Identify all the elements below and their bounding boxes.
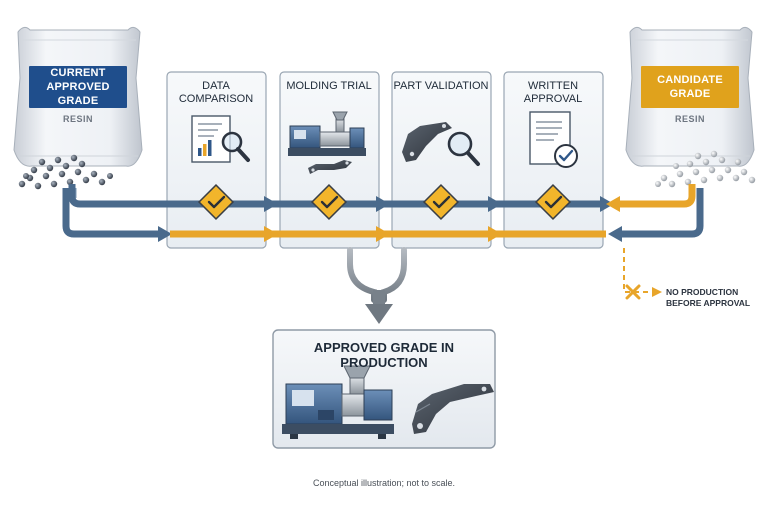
molding-machine-icon xyxy=(288,111,366,174)
candidate-grade-resin-label: RESIN xyxy=(674,114,705,124)
candidate-grade-bag xyxy=(625,26,755,167)
signed-document-icon xyxy=(529,111,578,168)
check-badge-3 xyxy=(422,183,460,221)
current-grade-label-box xyxy=(29,66,127,108)
check-badge-2 xyxy=(310,183,348,221)
step-title-data-comparison: DATA COMPARISON xyxy=(178,80,254,105)
arrowhead xyxy=(264,226,278,242)
current-grade-lower-flow-arrow xyxy=(62,188,172,242)
current-grade-label: CURRENT APPROVED GRADE xyxy=(46,67,110,107)
candidate-grade-return-arrow xyxy=(608,188,704,242)
arrowhead xyxy=(376,226,390,242)
check-badge-4 xyxy=(534,183,572,221)
check-badge-1 xyxy=(197,183,235,221)
arrowhead xyxy=(264,196,278,212)
arrowhead xyxy=(488,196,502,212)
candidate-grade-flow-arrow-lower xyxy=(170,226,606,242)
part-inspection-icon xyxy=(402,122,480,166)
arrowhead xyxy=(606,196,620,212)
arrowhead xyxy=(488,226,502,242)
current-grade-resin-label: RESIN xyxy=(62,114,93,124)
candidate-grade-label: CANDIDATE GRADE xyxy=(657,74,723,100)
arrowhead xyxy=(158,226,172,242)
candidate-grade-flow-arrow-upper xyxy=(606,184,696,212)
arrowhead xyxy=(608,226,622,242)
merge-arrow xyxy=(347,247,407,324)
footnote: Conceptual illustration; not to scale. xyxy=(312,478,456,488)
step-title-part-validation: PART VALIDATION xyxy=(393,80,489,92)
production-part-icon xyxy=(412,384,494,434)
production-title: APPROVED GRADE IN PRODUCTION xyxy=(313,340,455,370)
document-magnifier-icon xyxy=(191,115,250,163)
blocked-production-label: NO PRODUCTION BEFORE APPROVAL xyxy=(666,287,751,308)
current-grade-flow-arrow xyxy=(68,184,614,212)
production-molding-machine-icon xyxy=(282,365,394,439)
step-title-written-approval: WRITTEN APPROVAL xyxy=(523,80,583,105)
candidate-grade-label-box xyxy=(641,66,739,108)
step-title-molding-trial: MOLDING TRIAL xyxy=(286,80,372,92)
step-panel-molding-trial xyxy=(279,71,380,249)
blocked-production-path xyxy=(623,248,662,300)
arrowhead xyxy=(376,196,390,212)
candidate-grade-pellets xyxy=(655,150,756,188)
current-grade-pellets xyxy=(18,154,113,190)
current-grade-bag xyxy=(13,26,143,167)
